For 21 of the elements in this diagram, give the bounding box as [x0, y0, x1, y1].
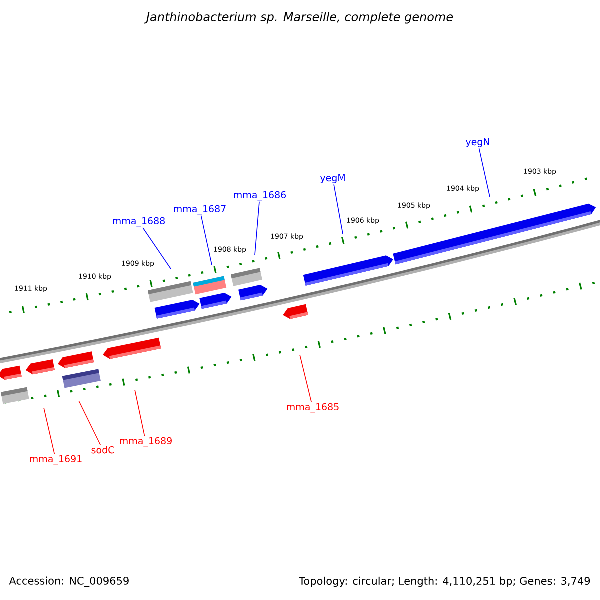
gene-label: yegM — [320, 174, 345, 184]
genome-summary: Topology: circular; Length: 4,110,251 bp; Genes: 3,749 — [299, 576, 590, 588]
gene-label: mma_1688 — [113, 217, 165, 227]
gene-label: yegN — [466, 138, 490, 148]
accession-label: Accession: NC_009659 — [9, 576, 129, 588]
leader-line — [44, 408, 56, 455]
leader-line — [134, 390, 146, 437]
title: Janthinobacterium sp. Marseille, complete genome — [144, 12, 454, 24]
gene-label: mma_1691 — [30, 455, 82, 465]
leader-line — [334, 184, 344, 234]
gene-label: mma_1689 — [120, 437, 172, 447]
leader-line — [78, 400, 102, 446]
leader-line — [200, 215, 212, 266]
gene-label: mma_1685 — [287, 403, 339, 413]
gene-label: mma_1687 — [174, 205, 226, 215]
gene-label: sodC — [92, 446, 114, 454]
gene-label: mma_1686 — [234, 191, 286, 201]
leader-line — [142, 227, 172, 270]
leader-line — [300, 354, 312, 403]
leader-line — [478, 148, 490, 198]
leader-line — [254, 201, 260, 256]
